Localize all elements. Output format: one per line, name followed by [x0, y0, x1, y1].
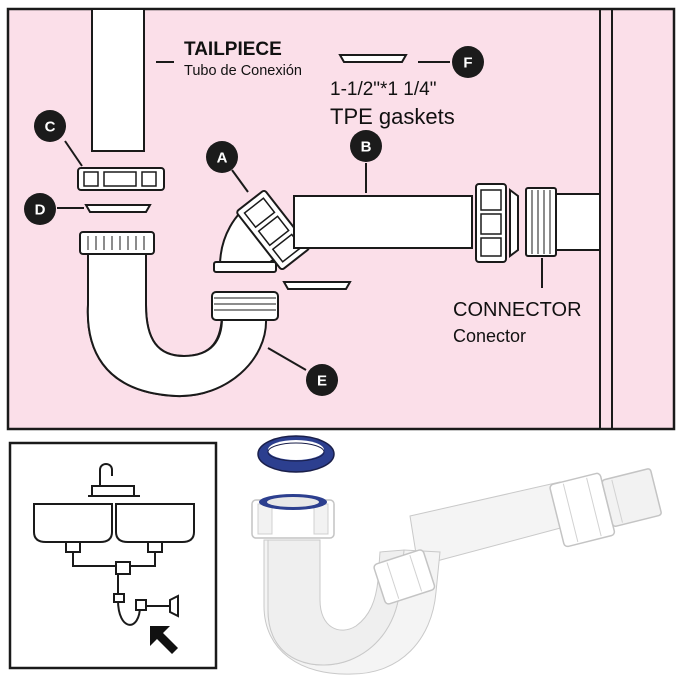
tailpiece-label-es: Tubo de Conexión	[184, 63, 302, 79]
badge-letter: A	[217, 150, 228, 167]
connector-fitting	[475, 183, 601, 263]
sink-icon	[33, 463, 195, 626]
j-bend-e	[79, 231, 279, 398]
badge-e: E	[306, 364, 338, 396]
badge-letter: C	[45, 119, 56, 136]
sink-inset	[8, 441, 218, 670]
badge-b: B	[350, 130, 382, 162]
leader-line	[267, 347, 307, 371]
product-photo	[251, 435, 662, 675]
tailpiece-pipe	[91, 8, 145, 152]
white-pvc-trap	[251, 468, 662, 675]
washer	[282, 281, 352, 290]
badge-f: F	[452, 46, 484, 78]
badge-a: A	[206, 141, 238, 173]
inset-frame	[8, 441, 218, 670]
gasket-f	[338, 54, 408, 63]
slip-nut-c	[77, 167, 165, 191]
gasket-size-label: 1-1/2"*1 1/4"	[330, 79, 436, 100]
badge-letter: E	[317, 373, 327, 390]
connector-label-es: Conector	[453, 326, 526, 346]
arrow-pointer-icon	[150, 626, 178, 654]
badge-letter: F	[463, 55, 472, 72]
leader-line	[231, 169, 249, 193]
leader-line	[64, 140, 83, 167]
elbow-a	[213, 189, 310, 273]
blue-gasket	[257, 435, 335, 473]
gasket-type-label: TPE gaskets	[330, 104, 455, 129]
exploded-view-panel: A B C D E F TAILPIECE Tubo de Conexión 1…	[6, 7, 676, 431]
badge-letter: D	[35, 202, 46, 219]
badge-d: D	[24, 193, 56, 225]
badge-letter: B	[361, 139, 372, 156]
washer-d	[84, 204, 152, 213]
connector-label: CONNECTOR	[453, 299, 582, 321]
tailpiece-label: TAILPIECE	[184, 39, 282, 60]
trap-arm-b	[293, 195, 473, 249]
badge-c: C	[34, 110, 66, 142]
